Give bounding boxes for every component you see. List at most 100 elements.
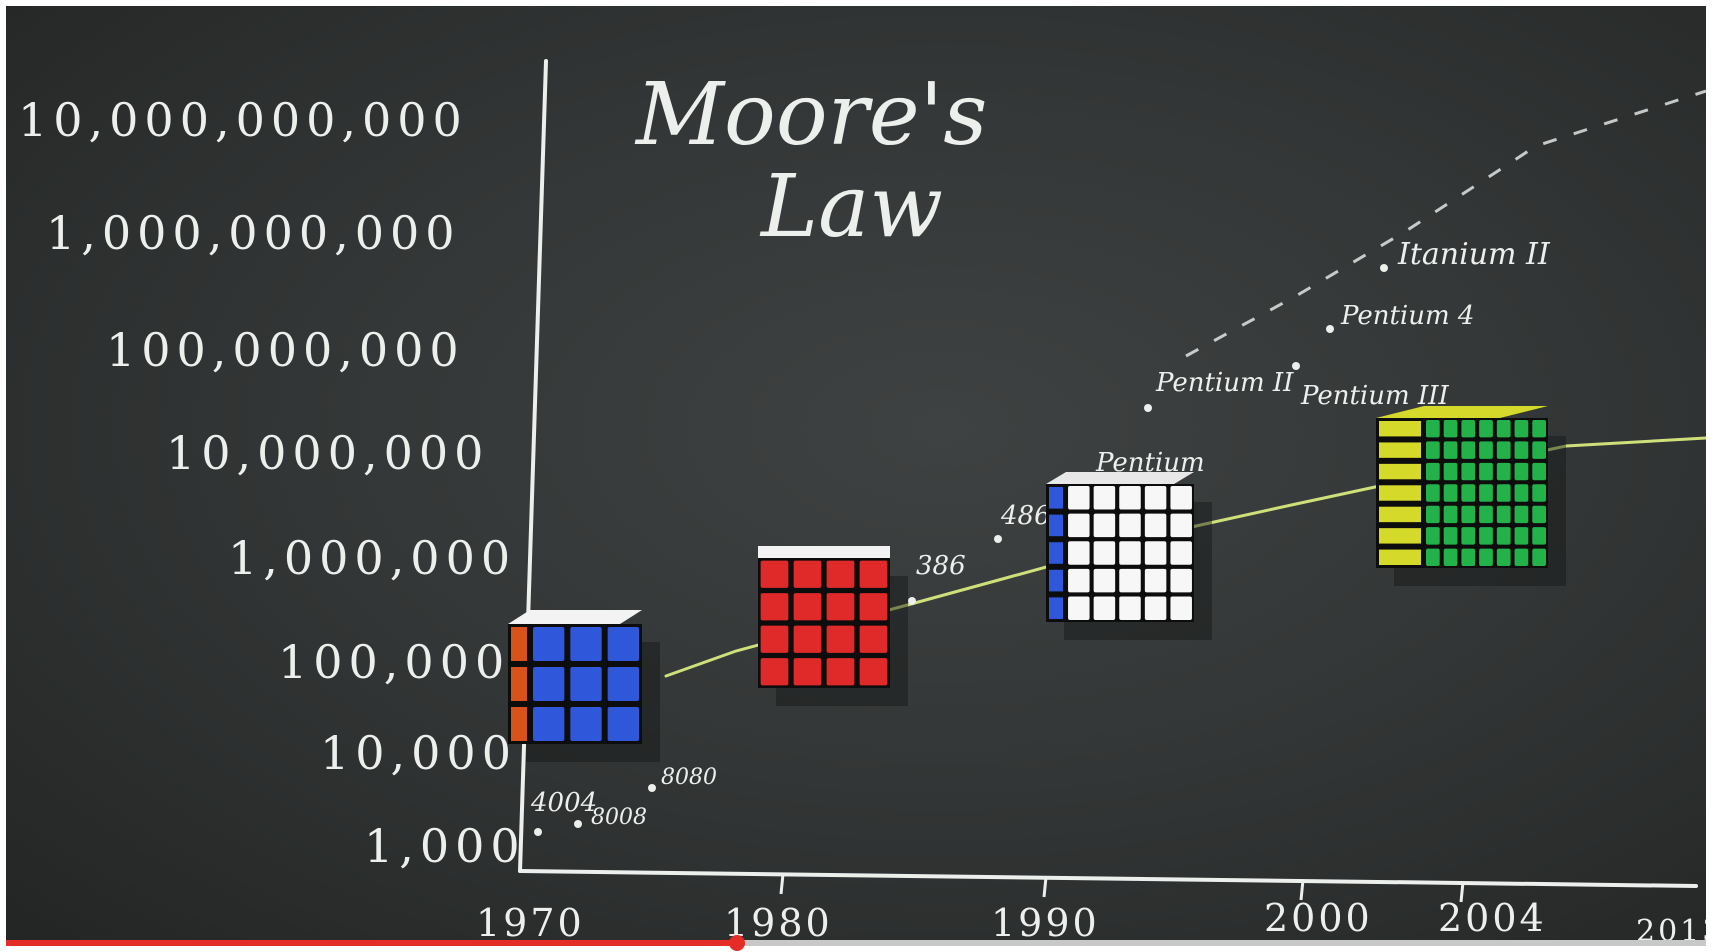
- cube-side-sticker: [1049, 569, 1063, 592]
- x-tick-1980: [779, 873, 785, 895]
- rubiks-cube-5x5: [1046, 472, 1212, 640]
- cube-side-sticker: [1379, 485, 1421, 501]
- cube-front-sticker: [1461, 505, 1476, 524]
- dot-4004: [534, 828, 542, 836]
- cube-front-sticker: [1068, 541, 1090, 565]
- y-label-1b: 1,000,000,000: [46, 206, 461, 260]
- cube-front-sticker: [793, 560, 822, 588]
- cube-front-sticker: [1068, 486, 1090, 510]
- rubiks-cube-7x7: [1376, 406, 1566, 586]
- cube-front-sticker: [1144, 513, 1167, 538]
- x-label-2013: 2013: [1636, 914, 1706, 944]
- cube-front-sticker: [1093, 596, 1116, 620]
- cube-front-sticker: [1514, 527, 1529, 545]
- dot-486: [994, 535, 1002, 543]
- cube-front-sticker: [1514, 462, 1529, 481]
- cube-front-sticker: [1496, 484, 1511, 502]
- cube-front-sticker: [1144, 568, 1167, 593]
- cube-front-sticker: [1443, 420, 1458, 438]
- cube-front-sticker: [1461, 420, 1476, 438]
- dot-itanium-ii: [1380, 264, 1388, 272]
- cube-front-sticker: [1443, 441, 1458, 459]
- cube-front-sticker: [1119, 596, 1141, 620]
- rubiks-cube-3x3: [508, 610, 660, 762]
- cube-side-sticker: [1049, 597, 1063, 619]
- cube-front-sticker: [1170, 541, 1192, 565]
- y-label-10k: 10,000: [320, 726, 517, 780]
- cube-front-sticker: [1093, 513, 1116, 538]
- x-label-1990: 1990: [991, 901, 1100, 944]
- cube-front-sticker: [1144, 486, 1167, 510]
- rubiks-cube-4x4: [758, 546, 908, 706]
- cube-top-face: [758, 546, 890, 558]
- cube-front-sticker: [1514, 505, 1529, 524]
- cube-front-sticker: [793, 625, 822, 653]
- cube-front-sticker: [1496, 505, 1511, 524]
- cube-front-sticker: [1461, 527, 1476, 545]
- cube-front-sticker: [1496, 420, 1511, 438]
- cube-front-sticker: [1532, 441, 1546, 459]
- cube-front-sticker: [1479, 484, 1493, 502]
- cube-side-sticker: [511, 627, 527, 661]
- cube-front-sticker: [1119, 486, 1141, 510]
- cube-front-sticker: [760, 593, 789, 621]
- cube-side-sticker: [1049, 542, 1063, 564]
- video-progress-bar[interactable]: [6, 935, 1706, 951]
- cube-side-sticker: [1379, 463, 1421, 480]
- cube-top-face: [1376, 406, 1548, 418]
- x-tick-2000: [1299, 879, 1305, 901]
- video-progress-fill: [6, 940, 737, 946]
- cube-front-sticker: [1119, 568, 1141, 593]
- cubes-group: [508, 406, 1566, 762]
- y-label-1m: 1,000,000: [228, 531, 516, 585]
- cube-front-sticker: [1479, 462, 1493, 481]
- cube-front-sticker: [1479, 420, 1493, 438]
- video-scrubber-handle[interactable]: [729, 935, 745, 951]
- cube-side-sticker: [511, 707, 527, 741]
- cube-side-sticker: [1379, 506, 1421, 523]
- cube-front-sticker: [1426, 505, 1440, 524]
- cube-front-sticker: [1532, 420, 1546, 438]
- cube-front-sticker: [1461, 484, 1476, 502]
- cube-front-sticker: [532, 666, 565, 702]
- cube-side-sticker: [1379, 549, 1421, 565]
- cube-side-sticker: [1379, 528, 1421, 544]
- processor-label-386: 386: [916, 551, 966, 581]
- cube-front-sticker: [570, 706, 602, 742]
- cube-front-sticker: [1479, 548, 1493, 566]
- cube-front-sticker: [1514, 548, 1529, 566]
- cube-front-sticker: [1426, 420, 1440, 438]
- cube-front-sticker: [1426, 548, 1440, 566]
- cube-front-sticker: [1479, 441, 1493, 459]
- cube-front-sticker: [1119, 541, 1141, 565]
- processor-label-itanium-ii: Itanium II: [1397, 237, 1551, 272]
- cube-front-sticker: [1479, 505, 1493, 524]
- cube-front-sticker: [532, 706, 565, 742]
- cube-side-sticker: [1379, 421, 1421, 437]
- video-frame[interactable]: 10,000,000,000 1,000,000,000 100,000,000…: [6, 6, 1706, 944]
- cube-front-sticker: [1443, 527, 1458, 545]
- cube-front-sticker: [1093, 568, 1116, 593]
- cube-front-sticker: [1093, 541, 1116, 565]
- cube-front-sticker: [793, 593, 822, 621]
- cube-front-sticker: [1514, 420, 1529, 438]
- cube-top-face: [1046, 472, 1194, 484]
- cube-side-sticker: [1049, 514, 1063, 537]
- cube-front-sticker: [1532, 505, 1546, 524]
- cube-front-sticker: [1443, 548, 1458, 566]
- cube-front-sticker: [1426, 441, 1440, 459]
- processor-label-pentium-4: Pentium 4: [1340, 301, 1474, 331]
- cube-front-sticker: [1514, 484, 1529, 502]
- cube-front-sticker: [1144, 541, 1167, 565]
- y-label-100m: 100,000,000: [106, 323, 465, 377]
- cube-front-sticker: [760, 658, 789, 686]
- cube-front-sticker: [1443, 505, 1458, 524]
- cube-front-sticker: [1496, 527, 1511, 545]
- dot-8008: [574, 820, 582, 828]
- cube-front-sticker: [1170, 596, 1192, 620]
- cube-front-sticker: [532, 626, 565, 662]
- cube-front-sticker: [1514, 441, 1529, 459]
- cube-front-sticker: [1532, 484, 1546, 502]
- processor-label-4004: 4004: [530, 788, 597, 818]
- cube-front-sticker: [1496, 548, 1511, 566]
